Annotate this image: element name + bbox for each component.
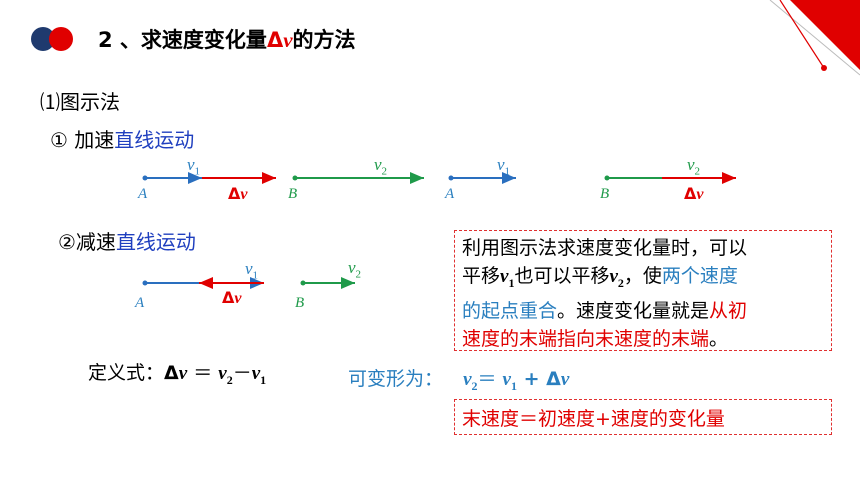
point-a-label: A bbox=[445, 186, 455, 202]
note-line-4: 速度的末端指向末速度的末端。 bbox=[462, 327, 729, 350]
note-box bbox=[454, 230, 832, 351]
logo-circles-icon bbox=[31, 27, 73, 51]
title-delta: Δ bbox=[266, 28, 284, 52]
note-line-3: 的起点重合。速度变化量就是从初 bbox=[462, 299, 748, 322]
point-a-label: A bbox=[138, 186, 148, 202]
transform-formula: 可变形为： v2＝ v1 + Δv bbox=[348, 368, 570, 393]
delta-v-label: Δv bbox=[684, 184, 704, 203]
decelerated-label: ②减速直线运动 bbox=[58, 226, 196, 255]
point-b-label: B bbox=[600, 186, 610, 202]
formula-label: 定义式： bbox=[88, 362, 165, 384]
transform-label: 可变形为： bbox=[348, 368, 444, 390]
page-title: 2 、求速度变化量Δv的方法 bbox=[98, 24, 356, 54]
accelerated-diagram bbox=[142, 172, 736, 184]
title-v: v bbox=[283, 28, 293, 52]
title-prefix: 2 、求速度变化量 bbox=[98, 28, 267, 52]
method-label: ⑴图示法 bbox=[40, 90, 120, 114]
note-line-1: 利用图示法求速度变化量时，可以 bbox=[462, 237, 748, 259]
title-suffix: 的方法 bbox=[292, 28, 356, 52]
point-b-label: B bbox=[295, 295, 305, 311]
definition-formula: 定义式：Δv ＝ v2－v1 bbox=[88, 362, 267, 387]
delta-v-label: Δv bbox=[222, 288, 242, 307]
decelerated-highlight: 直线运动 bbox=[115, 230, 196, 254]
v2-label: v2 bbox=[687, 155, 701, 178]
summary-text: 末速度＝初速度+速度的变化量 bbox=[462, 408, 725, 430]
v2-label: v2 bbox=[348, 258, 362, 281]
decelerated-num: ②减速 bbox=[58, 230, 116, 254]
accelerated-label: ① 加速直线运动 bbox=[50, 124, 194, 153]
accelerated-highlight: 直线运动 bbox=[114, 128, 195, 152]
point-a-label: A bbox=[135, 295, 145, 311]
point-b-label: B bbox=[288, 186, 298, 202]
v1-label: v1 bbox=[245, 259, 259, 282]
delta-v-label: Δv bbox=[228, 184, 248, 203]
note-text: 利用图示法求速度变化量时，可以 平移v1也可以平移v2，使两个速度 的起点重合。… bbox=[462, 234, 747, 353]
header-logo bbox=[30, 26, 76, 52]
v1-label: v1 bbox=[497, 155, 511, 178]
note-line-2: 平移v1也可以平移v2，使两个速度 bbox=[462, 265, 738, 290]
summary-box bbox=[454, 399, 832, 435]
v1-label: v1 bbox=[187, 155, 201, 178]
v2-label: v2 bbox=[374, 155, 388, 178]
decelerated-diagram bbox=[142, 277, 355, 289]
corner-decoration bbox=[769, 0, 860, 76]
accelerated-num: ① 加速 bbox=[50, 128, 115, 152]
